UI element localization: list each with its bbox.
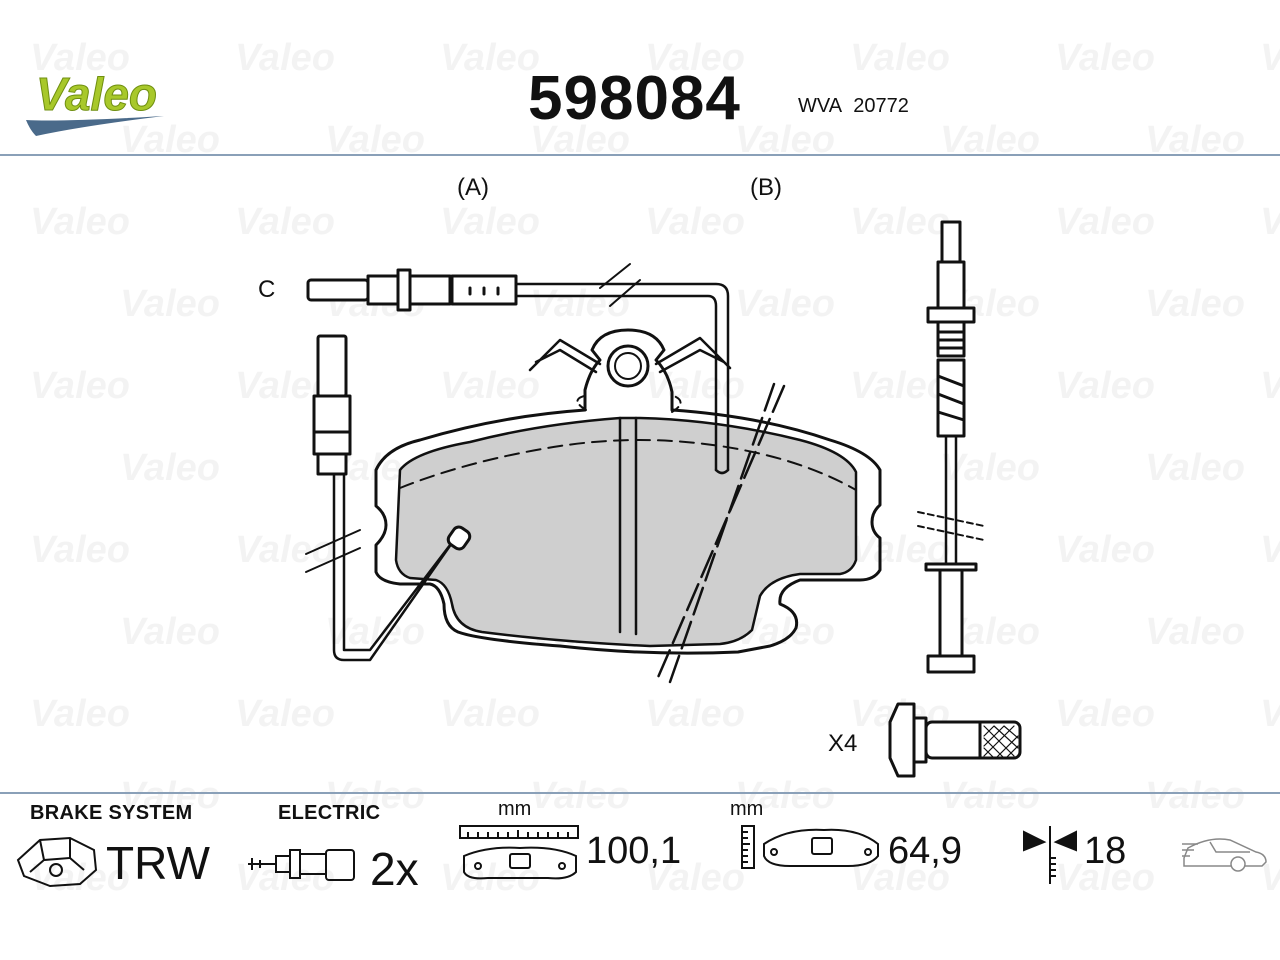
car-icon [1180, 824, 1270, 879]
watermark-mark: Valeo [30, 857, 130, 899]
watermark-mark: Valeo [1260, 529, 1280, 571]
bolt [888, 702, 1022, 778]
watermark-mark: Valeo [735, 775, 835, 817]
brake-system-value: TRW [106, 837, 210, 889]
part-number: 598084 [528, 64, 741, 133]
caliper-icon [10, 830, 102, 899]
thickness-icon [1020, 822, 1080, 893]
watermark-mark: Valeo [30, 201, 130, 243]
watermark-mark: Valeo [30, 365, 130, 407]
watermark-mark: Valeo [645, 693, 745, 735]
electric-heading: ELECTRIC [278, 802, 381, 824]
header-divider [0, 154, 1280, 156]
watermark-mark: Valeo [120, 447, 220, 489]
watermark-mark: Valeo [1260, 37, 1280, 79]
brake-system-heading: BRAKE SYSTEM [30, 802, 193, 824]
bolt-quantity: X4 [828, 730, 858, 757]
anti-rattle-spring [528, 336, 732, 374]
watermark-mark: Valeo [645, 857, 745, 899]
pad-height-icon [738, 822, 888, 879]
height-unit: mm [730, 798, 764, 820]
valeo-logo: Valeo [22, 64, 182, 140]
watermark-mark: Valeo [1145, 283, 1245, 325]
watermark-mark: Valeo [645, 201, 745, 243]
watermark-mark: Valeo [1145, 775, 1245, 817]
watermark-mark: Valeo [1055, 857, 1155, 899]
wear-line [399, 439, 857, 491]
width-value: 100,1 [586, 830, 682, 872]
watermark-mark: Valeo [735, 283, 835, 325]
watermark-mark: Valeo [440, 365, 540, 407]
thickness-value: 18 [1084, 830, 1127, 872]
watermark-mark: Valeo [235, 201, 335, 243]
watermark-mark: Valeo [120, 611, 220, 653]
height-value: 64,9 [888, 830, 962, 872]
watermark-mark: Valeo [1260, 857, 1280, 899]
footer-divider [0, 792, 1280, 794]
watermark-mark: Valeo [850, 201, 950, 243]
watermark-mark: Valeo [120, 775, 220, 817]
center-slot [618, 416, 638, 636]
watermark-mark: Valeo [530, 775, 630, 817]
electric-value: 2x [370, 843, 419, 895]
watermark-mark: Valeo [30, 37, 130, 79]
watermark-mark: Valeo [440, 693, 540, 735]
watermark-mark: Valeo [1055, 37, 1155, 79]
watermark-mark: Valeo [1145, 447, 1245, 489]
pad-width-icon [458, 822, 582, 891]
watermark-mark: Valeo [30, 693, 130, 735]
watermark-mark: Valeo [850, 365, 950, 407]
wva-number: 20772 [853, 95, 909, 117]
watermark-mark: Valeo [940, 775, 1040, 817]
watermark-mark: Valeo [325, 775, 425, 817]
watermark-mark: Valeo [1260, 693, 1280, 735]
watermark-mark: Valeo [1145, 611, 1245, 653]
watermark-mark: Valeo [440, 37, 540, 79]
svg-text:Valeo: Valeo [36, 68, 157, 120]
watermark-mark: Valeo [1260, 201, 1280, 243]
watermark-mark: Valeo [30, 529, 130, 571]
section-line [654, 382, 786, 684]
wva-label: WVA [798, 95, 843, 117]
wear-sensor-icon [246, 844, 358, 889]
watermark-mark: Valeo [325, 611, 425, 653]
watermark-mark: Valeo [235, 37, 335, 79]
wva-reference: WVA 20772 [798, 95, 909, 118]
watermark-mark: Valeo [1055, 365, 1155, 407]
backing-plate [374, 328, 882, 655]
watermark-mark: Valeo [440, 201, 540, 243]
label-b: (B) [750, 174, 782, 201]
watermark-mark: Valeo [1055, 693, 1155, 735]
watermark-mark: Valeo [235, 529, 335, 571]
watermark-mark: Valeo [645, 37, 745, 79]
label-a: (A) [457, 174, 489, 201]
watermark-mark: Valeo [235, 693, 335, 735]
width-unit: mm [498, 798, 532, 820]
label-c: C [258, 276, 276, 303]
watermark-mark: Valeo [850, 37, 950, 79]
watermark-mark: Valeo [1055, 529, 1155, 571]
watermark-mark: Valeo [1055, 201, 1155, 243]
sensor-wire-a [332, 338, 462, 662]
watermark-mark: Valeo [120, 283, 220, 325]
watermark-mark: Valeo [1260, 365, 1280, 407]
